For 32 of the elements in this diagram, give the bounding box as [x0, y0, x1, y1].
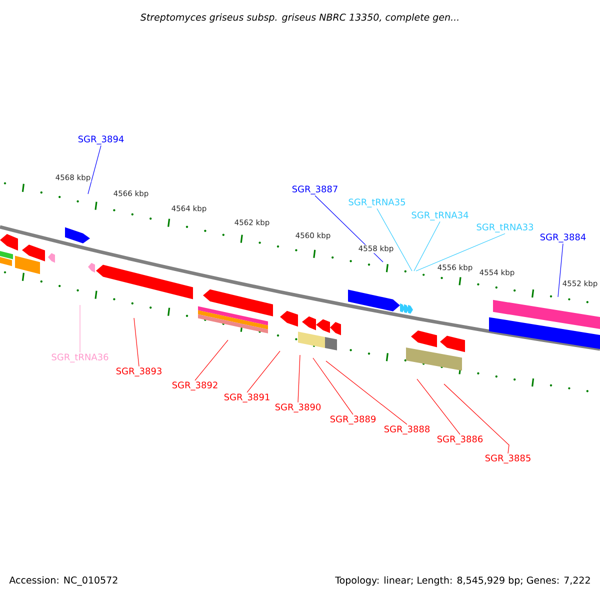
- gene-label: SGR_tRNA36: [52, 354, 108, 362]
- leader-line: [314, 195, 384, 262]
- gene-label: SGR_3888: [384, 426, 430, 434]
- leader-line: [246, 350, 280, 393]
- gene-label: SGR_tRNA33: [476, 224, 534, 232]
- gene-label: SGR_tRNA35: [348, 198, 405, 208]
- leader-line: [416, 233, 506, 272]
- leader-line: [444, 384, 510, 454]
- leader-line: [414, 221, 440, 272]
- gene-label: SGR_3887: [292, 186, 338, 194]
- gene-label: SGR_3891: [224, 394, 270, 402]
- title: Streptomyces griseus subsp. griseus NBRC 13350, complete gen...: [140, 13, 458, 23]
- leader-line: [558, 243, 564, 298]
- accession-text: Accession: NC_010572: [9, 576, 118, 586]
- gene-label: SGR_3890: [275, 404, 321, 412]
- gene-label: SGR_3889: [330, 416, 376, 424]
- gene-label: SGR_tRNA34: [412, 212, 468, 220]
- leader-line: [88, 145, 102, 194]
- leader-line: [416, 378, 460, 435]
- gene-label: SGR_3893: [116, 368, 162, 376]
- leader-line: [376, 208, 412, 272]
- summary-text: Topology: linear; Length: 8,545,929 bp; Genes: 7,222: [335, 576, 590, 586]
- gene-label: SGR_3894: [78, 136, 124, 144]
- leader-line: [298, 354, 300, 403]
- gene-label: SGR_3884: [540, 234, 586, 242]
- leader-line: [194, 340, 228, 381]
- leader-line: [312, 358, 354, 415]
- leader-line: [134, 318, 140, 367]
- leader-line: [326, 360, 408, 425]
- gene-label: SGR_3892: [172, 382, 218, 390]
- gene-label: SGR_3885: [485, 454, 530, 464]
- gene-label: SGR_3886: [437, 436, 483, 444]
